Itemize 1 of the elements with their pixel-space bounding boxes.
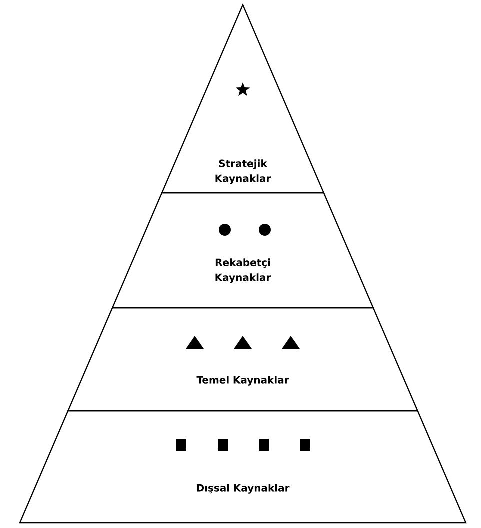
pyramid-band: Dışsal Kaynaklar <box>19 410 467 524</box>
